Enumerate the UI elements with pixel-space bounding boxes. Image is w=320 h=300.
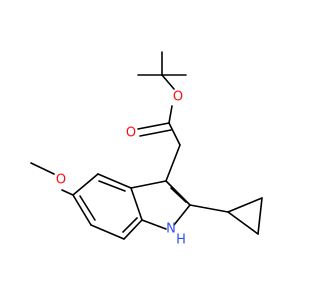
bond-c2-n1: [173, 204, 191, 226]
bond-c3-c3a: [130, 180, 167, 189]
ester-ether-oxygen-label: O: [173, 90, 183, 105]
bond-c6-c7: [90, 224, 125, 240]
bond-c5-c6-inner: [79, 195, 96, 221]
bond-c3a-c4-inner: [98, 180, 126, 192]
bond-c5-c6: [72, 194, 92, 226]
bond-tbu-to-oxygen: [161, 74, 175, 90]
bond-c3-c2-inner: [170, 187, 187, 203]
bond-carbonyl-to-methylene: [168, 122, 181, 146]
bond-n1-c7a: [141, 219, 167, 230]
bond-c2-cyclopropyl: [189, 204, 229, 213]
bond-cyclopropyl-c: [257, 197, 263, 235]
ester-carbonyl-oxygen-label: O: [126, 126, 136, 141]
bond-cyclopropyl-a: [227, 197, 263, 213]
bond-carbonyl-double-b: [139, 129, 172, 137]
methoxy-oxygen-label: O: [56, 173, 66, 188]
bond-c5-methoxy-oxygen: [61, 189, 74, 196]
bond-carbonyl-double-a: [137, 122, 170, 130]
bond-cyclopropyl-b: [227, 211, 259, 235]
bond-c4-c5: [72, 173, 99, 196]
bond-c7-c7a-inner: [122, 217, 138, 233]
bond-c3a-c4: [97, 173, 132, 189]
molecule-structure: O O O N H: [30, 51, 263, 248]
structure-canvas: O O O N H: [30, 51, 263, 248]
indole-nitrogen-label: N: [166, 222, 176, 237]
bond-c3a-c7a: [130, 187, 143, 221]
bond-ether-oxygen-to-carbonyl: [168, 105, 173, 124]
bond-c7-c7a: [123, 219, 143, 240]
bond-methoxy-oxygen-methyl: [30, 162, 55, 175]
indole-nitrogen-hydrogen-label: H: [176, 233, 186, 248]
bond-methylene-to-c3: [165, 144, 181, 182]
